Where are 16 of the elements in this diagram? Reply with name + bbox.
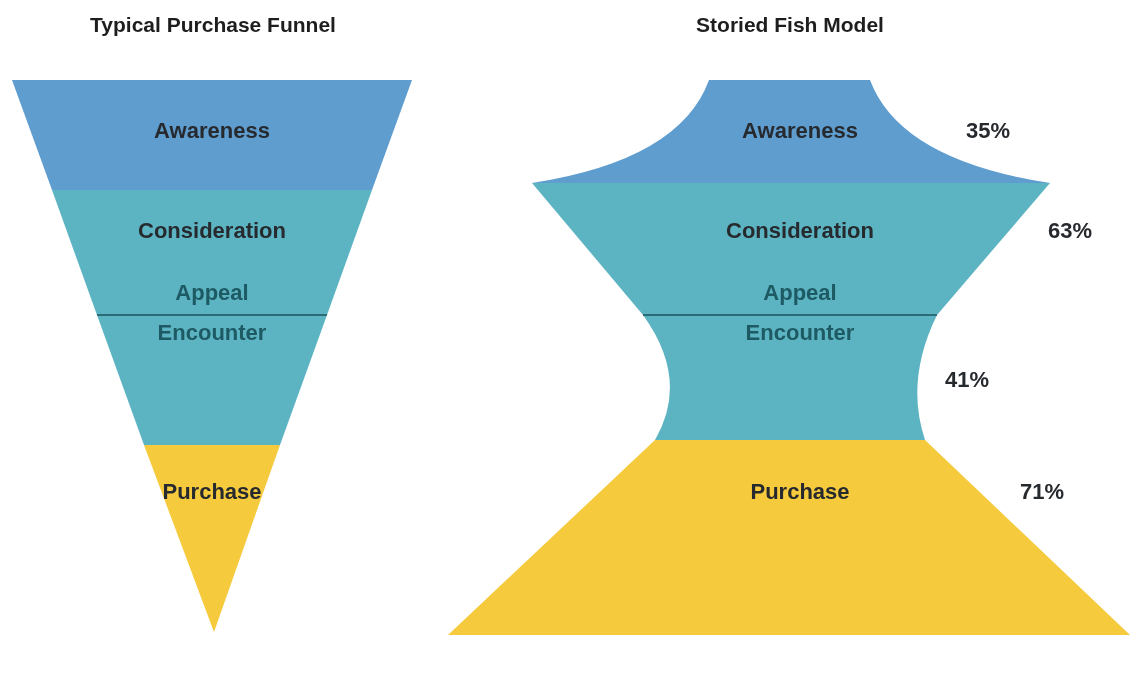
stage-label: Purchase <box>162 479 262 505</box>
funnel-heading: Typical Purchase Funnel <box>90 13 336 37</box>
stage-label: Purchase <box>750 479 850 505</box>
stage-label: Encounter <box>157 320 267 346</box>
stage-label: Consideration <box>726 218 874 244</box>
funnel-heading: Storied Fish Model <box>696 13 884 37</box>
stage-label: Awareness <box>154 118 270 144</box>
stage-label: Appeal <box>763 280 837 306</box>
stage-label: Awareness <box>742 118 858 144</box>
percentage-label: 71% <box>1020 479 1064 505</box>
percentage-label: 35% <box>966 118 1010 144</box>
percentage-label: 41% <box>945 367 989 393</box>
stage-label: Appeal <box>175 280 249 306</box>
stage-label: Encounter <box>745 320 855 346</box>
percentage-label: 63% <box>1048 218 1092 244</box>
stage-label: Consideration <box>138 218 286 244</box>
